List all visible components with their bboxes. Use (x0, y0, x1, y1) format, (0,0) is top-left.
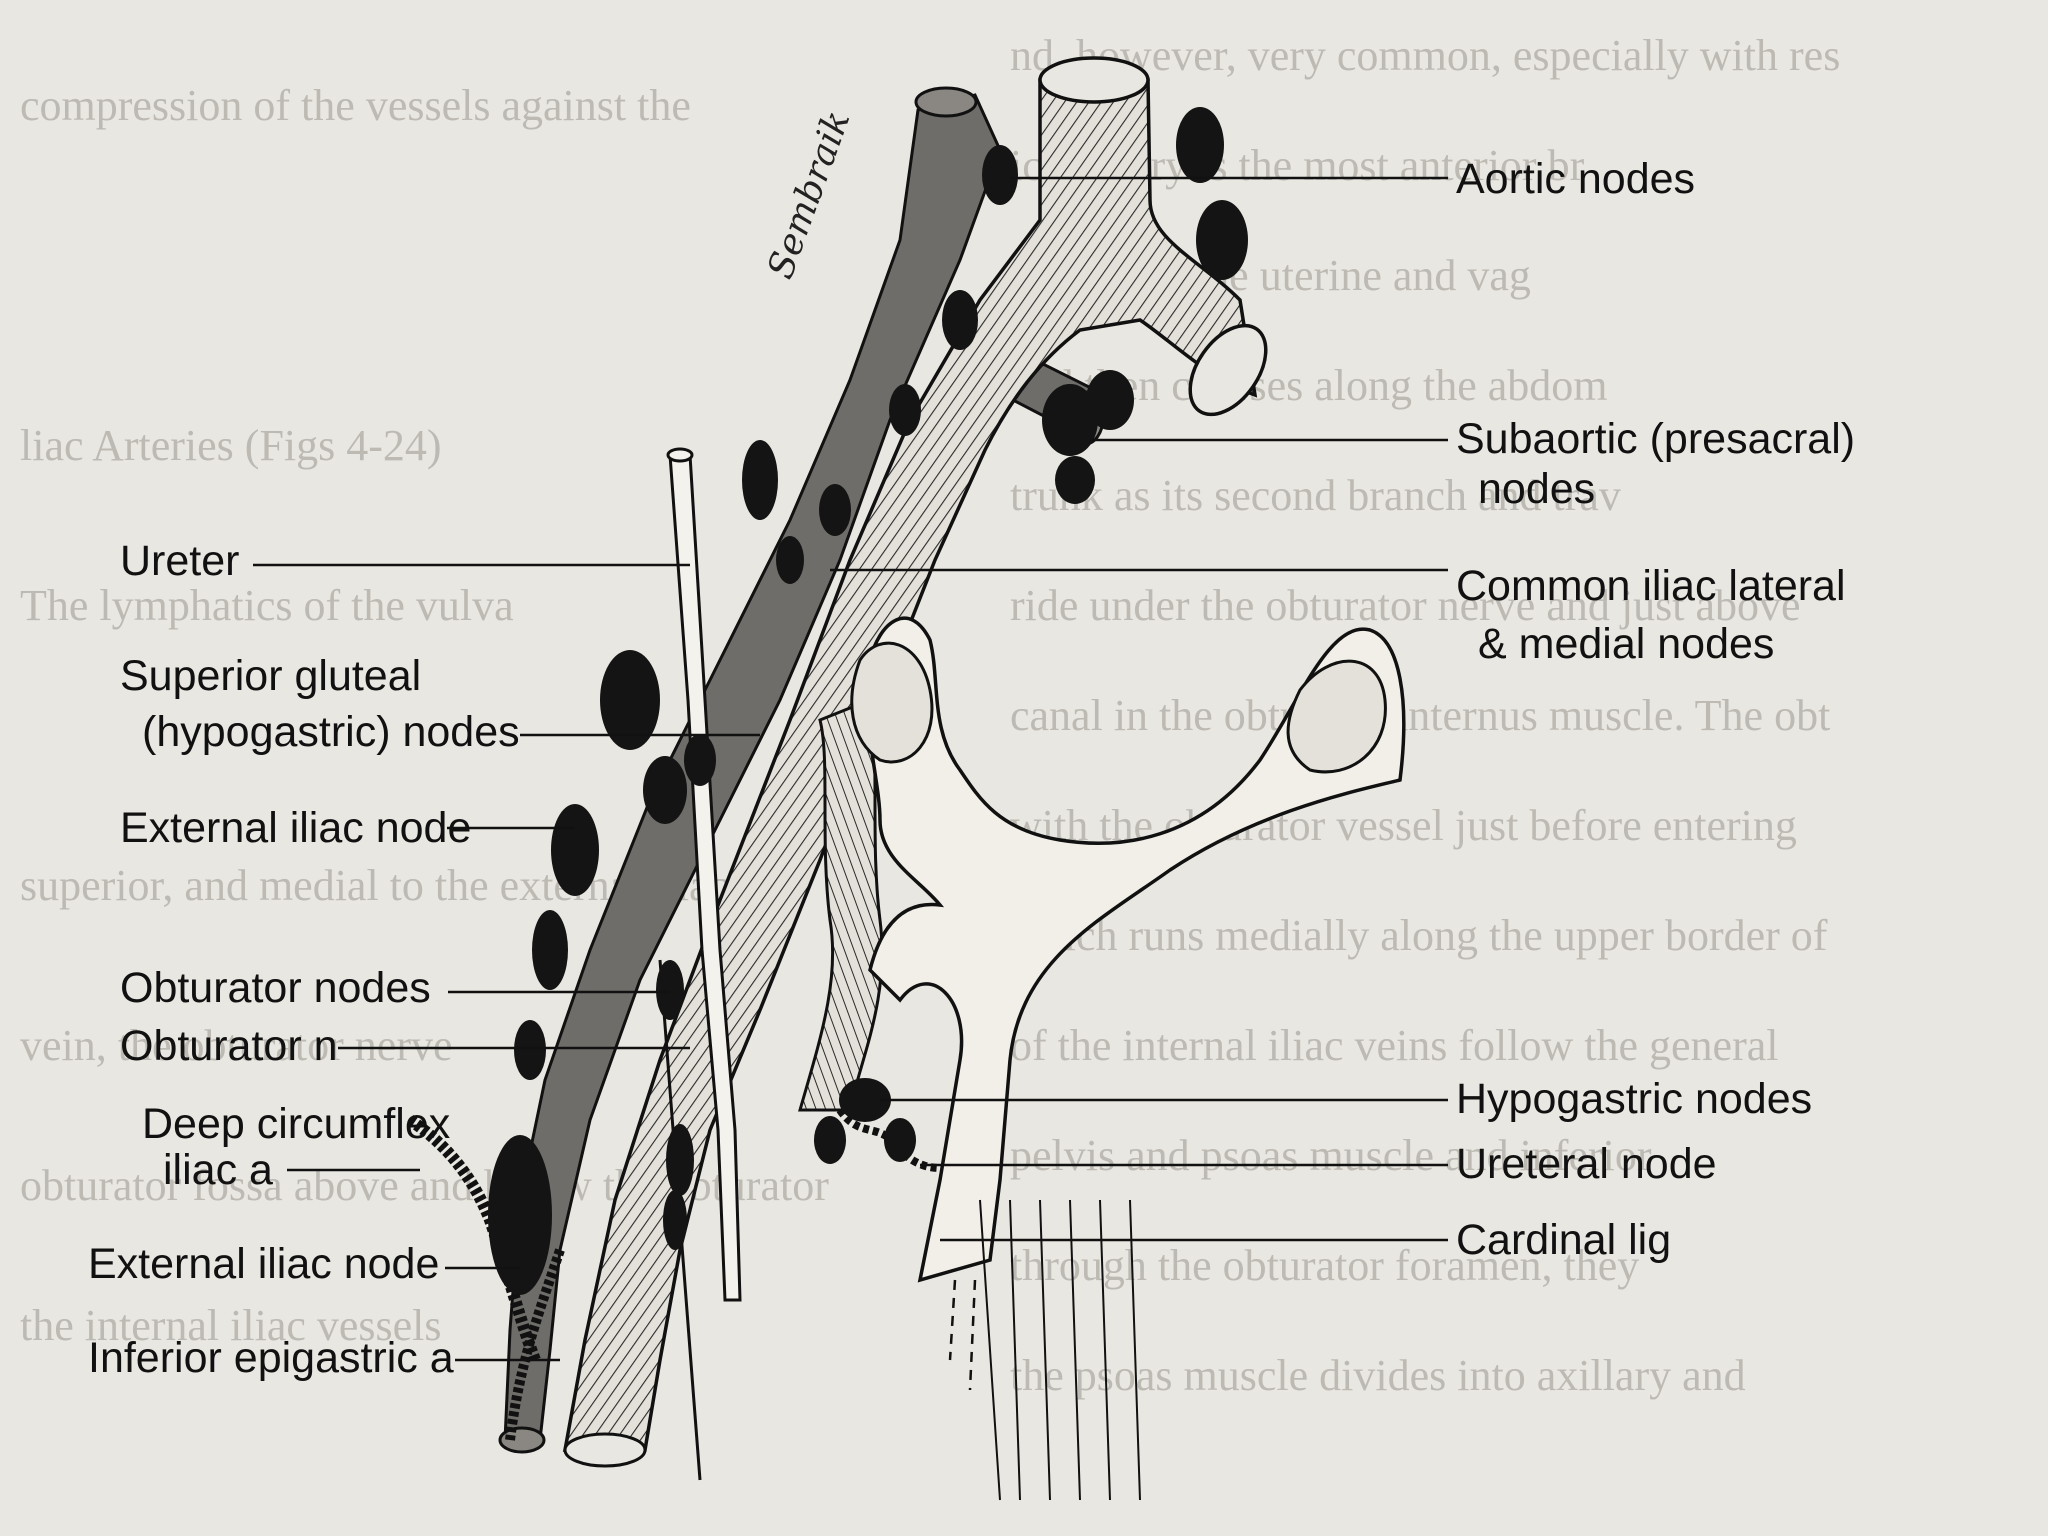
obturator-node (656, 960, 684, 1020)
obturator-node (666, 1124, 694, 1196)
external-iliac-node (551, 804, 599, 896)
common-iliac-node (819, 484, 851, 536)
label-cardinal-lig: Cardinal lig (1456, 1216, 1672, 1264)
external-iliac-node (532, 910, 568, 990)
label-subaortic-nodes-line1: Subaortic (presacral) (1456, 415, 1856, 463)
common-iliac-node (942, 290, 978, 350)
subaortic-node (1042, 384, 1098, 456)
ureteral-node (814, 1116, 846, 1164)
vena-cava-top (914, 86, 978, 118)
svg-text:pelvis and psoas muscle and in: pelvis and psoas muscle and inferior (1010, 1131, 1652, 1180)
label-hypogastric-nodes: Hypogastric nodes (1456, 1075, 1813, 1123)
subaortic-node (1086, 370, 1134, 430)
label-external-iliac-node-lower: External iliac node (88, 1240, 440, 1288)
label-ureteral-node: Ureteral node (1456, 1140, 1717, 1188)
obturator-node (663, 1190, 687, 1250)
svg-text:ride under the obturator nerve: ride under the obturator nerve and just … (1010, 581, 1801, 630)
inferior-epigastric-artery (505, 1248, 565, 1441)
svg-text:the psoas muscle divides into: the psoas muscle divides into axillary a… (1010, 1351, 1746, 1400)
superior-gluteal-node (643, 756, 687, 824)
label-external-iliac-node-upper: External iliac node (120, 804, 472, 852)
label-obturator-nodes: Obturator nodes (120, 964, 431, 1012)
aorta (562, 78, 1258, 1452)
external-iliac-node-lower (488, 1135, 552, 1295)
label-subaortic-nodes-line2: nodes (1478, 465, 1596, 513)
left-ovary (850, 641, 934, 764)
label-obturator-n: Obturator n (120, 1022, 338, 1070)
ureter (668, 453, 742, 1302)
common-iliac-node (889, 384, 921, 436)
svg-text:trunk as its second branch and: trunk as its second branch and trav (1010, 471, 1621, 520)
label-common-iliac-line1: Common iliac lateral (1456, 562, 1846, 610)
superior-gluteal-node (684, 734, 716, 786)
ureteral-node (884, 1118, 916, 1162)
svg-text:compression of the vessels aga: compression of the vessels against the (20, 81, 691, 130)
external-iliac-cut-end (563, 1432, 647, 1468)
cardinal-ligament-dashes (948, 1279, 977, 1391)
hypogastric-node (839, 1078, 891, 1122)
superior-gluteal-node (600, 650, 660, 750)
label-inferior-epigastric-a: Inferior epigastric a (88, 1334, 454, 1382)
aorta-top (1038, 56, 1150, 104)
uterus (865, 616, 1406, 1283)
label-superior-gluteal-line1: Superior gluteal (120, 652, 422, 700)
internal-iliac-artery (798, 697, 884, 1112)
label-aortic-nodes: Aortic nodes (1456, 155, 1696, 203)
svg-text:canal in the obturator internu: canal in the obturator internus muscle. … (1010, 691, 1830, 740)
aortic-node (1196, 200, 1248, 280)
aortic-node (1176, 107, 1224, 183)
svg-text:of the internal iliac veins fo: of the internal iliac veins follow the g… (1010, 1021, 1779, 1070)
svg-text:vein, the obturator nerve: vein, the obturator nerve (20, 1021, 453, 1070)
svg-text:The lymphatics of the vulva: The lymphatics of the vulva (20, 581, 514, 630)
svg-text:the internal iliac vessels: the internal iliac vessels (20, 1301, 442, 1350)
svg-text:liac Arteries (Figs 4-24): liac Arteries (Figs 4-24) (20, 421, 442, 470)
vagina-striations (979, 1199, 1141, 1501)
right-ovary (1286, 659, 1387, 774)
label-superior-gluteal-line2: (hypogastric) nodes (142, 708, 520, 756)
svg-text:which runs medially along the: which runs medially along the upper bord… (1010, 911, 1828, 960)
lymph-nodes (488, 107, 1248, 1295)
external-iliac-node (514, 1020, 546, 1080)
svg-text:through the obturator foramen,: through the obturator foramen, they (1010, 1241, 1639, 1290)
label-deep-circumflex-line2: iliac a (163, 1146, 273, 1194)
common-iliac-node (776, 536, 804, 584)
label-deep-circumflex-line1: Deep circumflex (142, 1100, 451, 1148)
label-common-iliac-line2: & medial nodes (1478, 620, 1775, 668)
leader-lines (253, 176, 1448, 1362)
aortic-node (982, 145, 1018, 205)
label-ureter: Ureter (120, 537, 240, 585)
common-iliac-node (742, 440, 778, 520)
right-iliac-cut-end (1188, 323, 1268, 417)
subaortic-node (1055, 456, 1095, 504)
svg-text:nd, however, very common, espe: nd, however, very common, especially wit… (1010, 31, 1840, 80)
